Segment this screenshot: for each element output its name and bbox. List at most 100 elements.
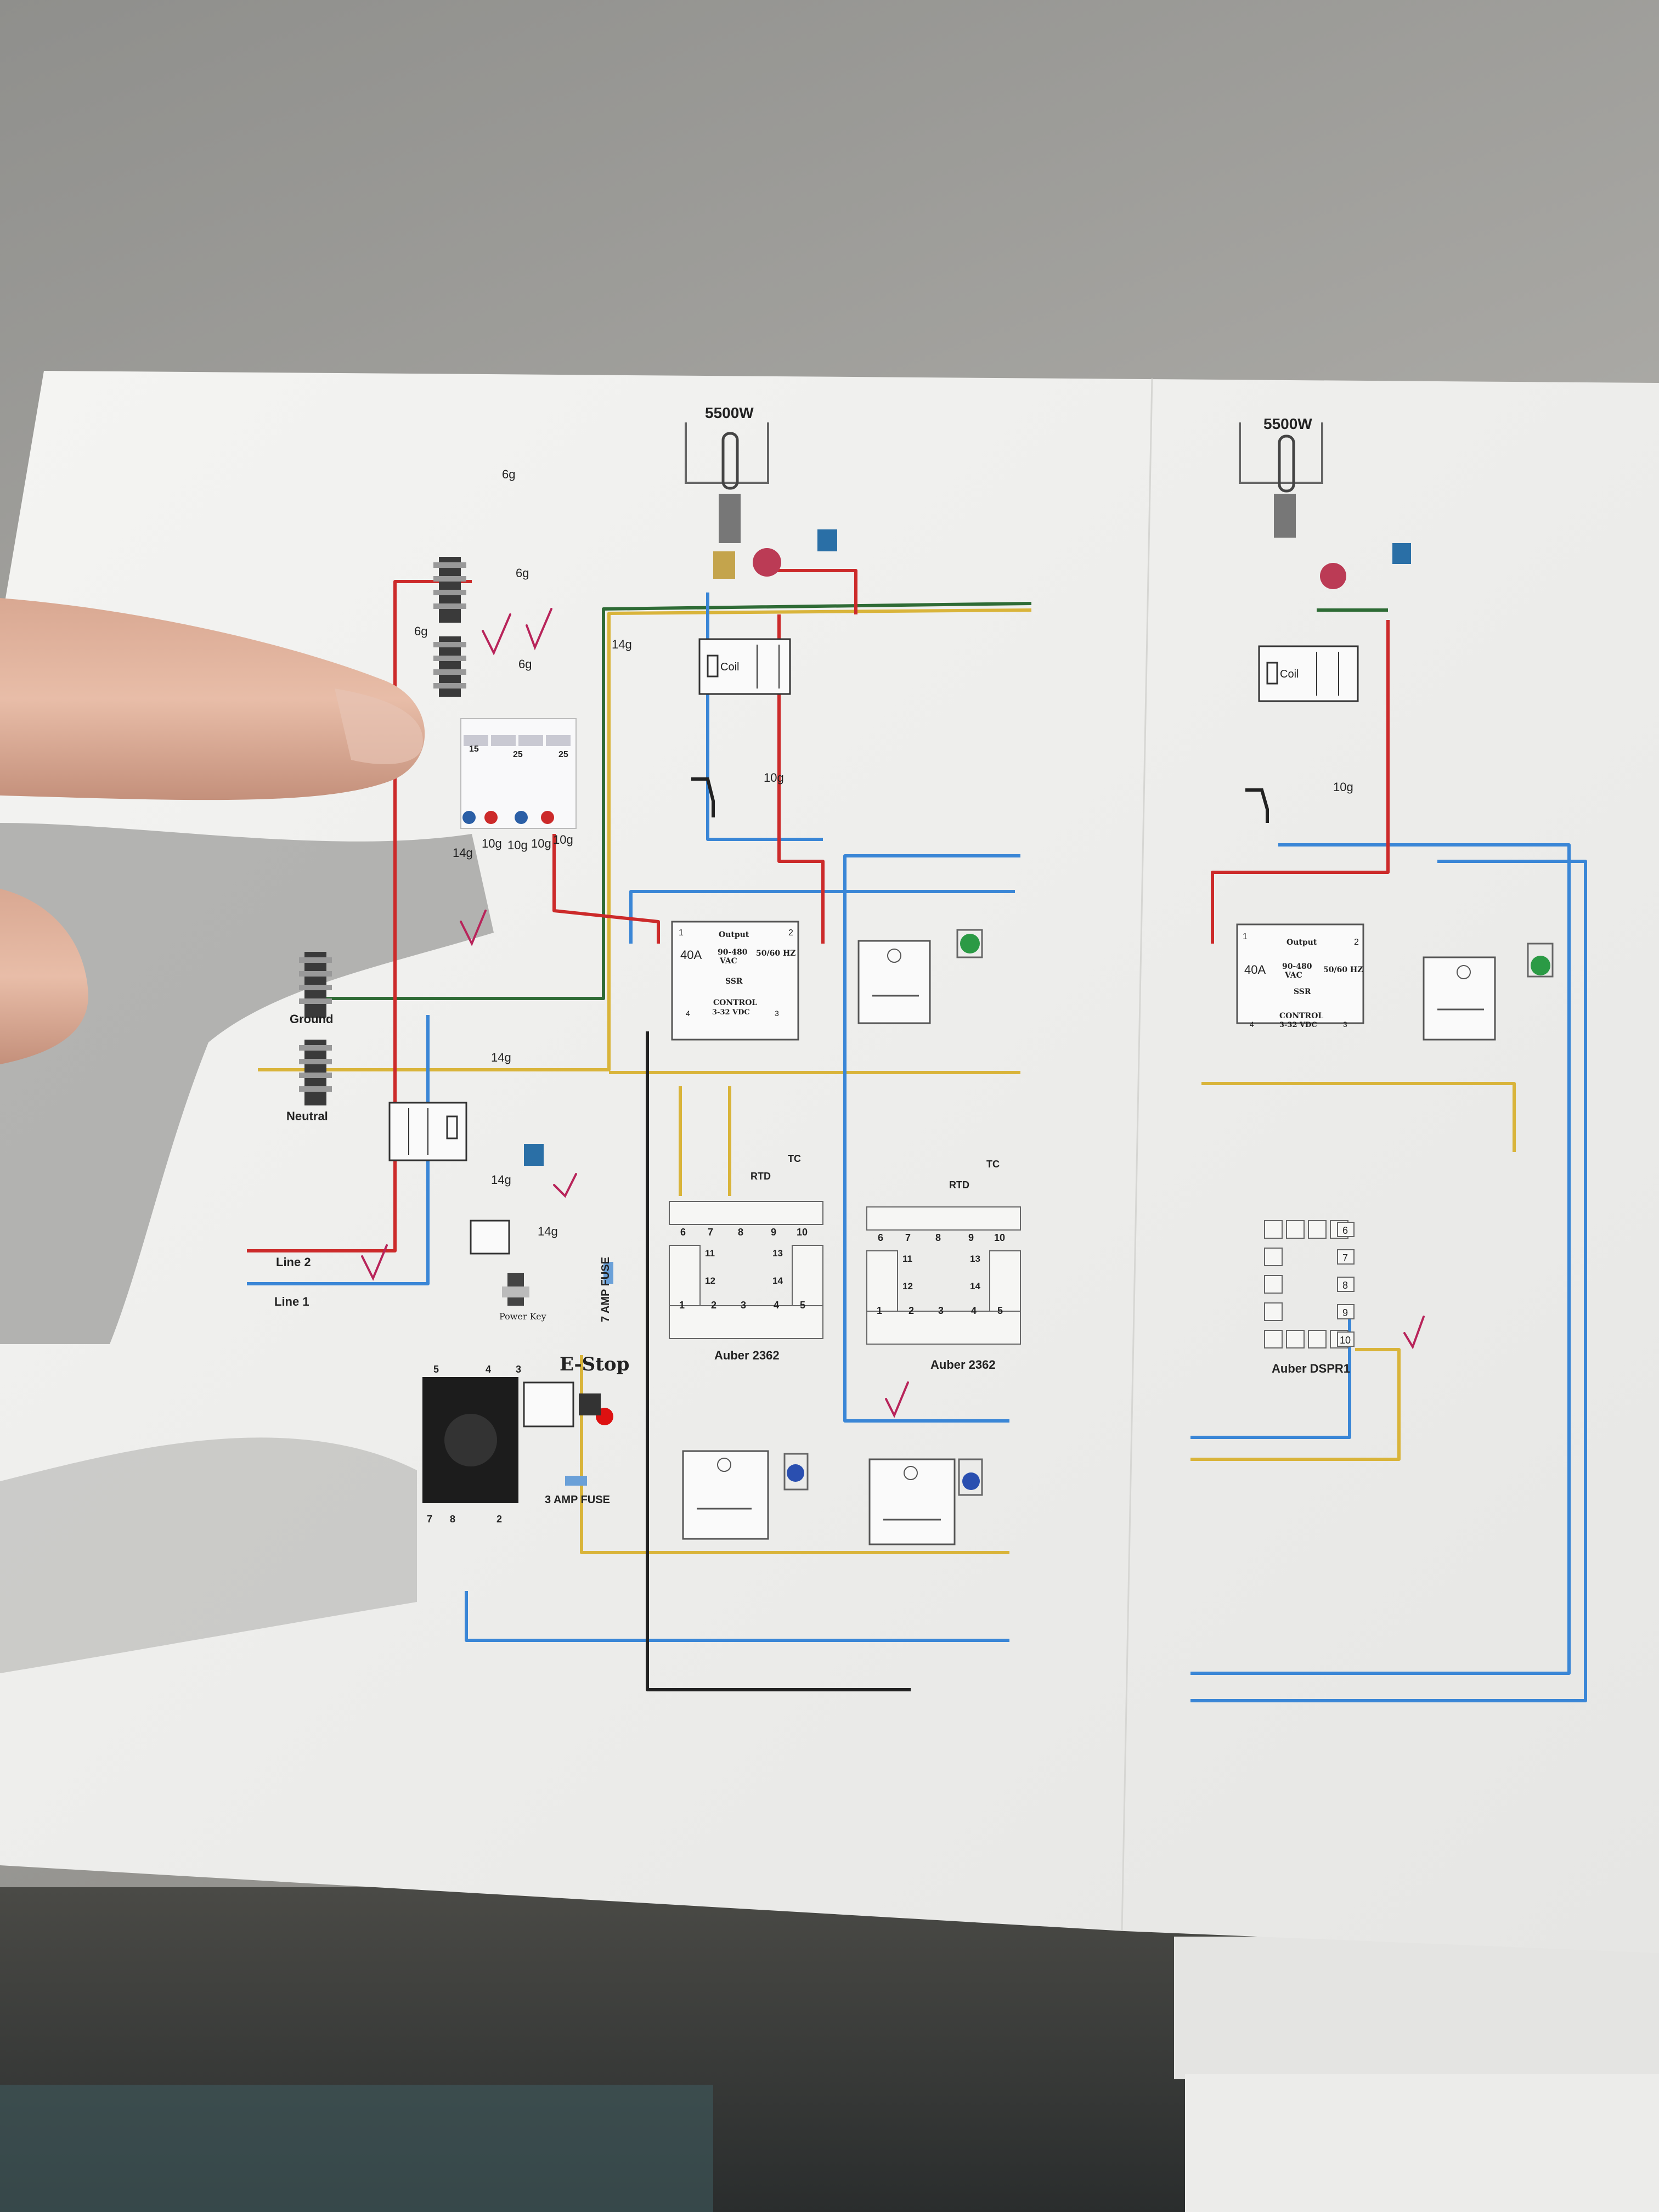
wire-blue-bottom — [465, 1591, 1009, 1642]
ssr-vac-unit: VAC — [719, 957, 737, 966]
relay-top-right — [1423, 943, 1554, 1041]
pid-2-t14: 14 — [970, 1281, 980, 1291]
socket-pin-8: 8 — [450, 1514, 455, 1525]
ssr-amps: 40A — [680, 948, 702, 962]
bus-bar-top-2 — [433, 636, 466, 697]
pid-1-bottom-terminals: 1 2 3 4 5 — [679, 1300, 805, 1311]
breaker-25-a: 25 — [513, 750, 523, 759]
wire-red-breaker — [552, 834, 660, 944]
line-labels: Line 2 Line 1 — [274, 1255, 311, 1308]
ssr-right-control-range: 3-32 VDC — [1279, 1021, 1317, 1029]
wire-blue-main — [843, 854, 1020, 1423]
ssr-right-amps: 40A — [1244, 963, 1266, 977]
ssr-right-terminal-2: 2 — [1354, 938, 1359, 947]
gauge-10g-br-3: 10g — [531, 837, 551, 850]
gauge-6g-top: 6g — [502, 467, 515, 481]
socket-pin-3: 3 — [516, 1364, 521, 1375]
finger-nail — [335, 689, 423, 764]
bus-bar-top-1 — [433, 557, 466, 623]
heater-element-right: 5500W — [1239, 415, 1411, 589]
ssr-left: 1 2 Output 40A 90-480 VAC 50/60 HZ SSR C… — [671, 921, 799, 1041]
pid-1-t4: 4 — [774, 1300, 779, 1311]
gauge-14g-top: 14g — [612, 637, 632, 651]
bus-bar-neutral: Neutral — [286, 1040, 332, 1123]
wire-yellow-dspr — [1190, 1348, 1401, 1461]
ssr-right-hz: 50/60 HZ — [1323, 966, 1363, 974]
gauge-10g-br-4: 10g — [553, 833, 573, 847]
bus-bar-ground: Ground — [290, 952, 333, 1026]
spare-sheet-2 — [1185, 2074, 1659, 2212]
relay-bottom-2 — [868, 1458, 983, 1545]
pid-2-grid — [866, 1206, 1021, 1345]
dspr-t6: 6 — [1342, 1225, 1348, 1236]
pid-controller-1: TC RTD 6 7 8 9 10 11 12 13 14 1 2 3 4 5 … — [669, 1153, 823, 1362]
power-key-label: Power Key — [499, 1311, 546, 1322]
dspr-t10: 10 — [1340, 1335, 1351, 1346]
pid-2-t1: 1 — [877, 1305, 882, 1316]
breaker-15: 15 — [469, 744, 479, 754]
estop-label: E-Stop — [560, 1353, 629, 1375]
contactor-right: Coil — [1258, 645, 1359, 702]
ssr-right-type: SSR — [1294, 988, 1311, 996]
handwritten-checkmarks — [361, 608, 1425, 1418]
second-finger — [0, 889, 88, 1064]
wire-red-heater — [768, 569, 857, 614]
estop-button: E-Stop — [560, 1353, 629, 1425]
gauge-6g-side: 6g — [414, 624, 427, 638]
pid-1-model: Auber 2362 — [714, 1348, 780, 1362]
ssr-terminal-2: 2 — [788, 928, 793, 938]
relay-socket: 5 4 3 7 8 2 — [422, 1364, 521, 1525]
wire-yellow-top — [258, 608, 1032, 1071]
fuse-3-label: 3 AMP FUSE — [545, 1494, 610, 1506]
pid-1-t6: 6 — [680, 1227, 686, 1238]
pid-1-rtd: RTD — [751, 1171, 771, 1182]
gauge-6g-b: 6g — [518, 657, 532, 671]
gauge-6g-a: 6g — [516, 566, 529, 580]
line-2-label: Line 2 — [276, 1255, 311, 1269]
socket-pin-4: 4 — [486, 1364, 491, 1375]
fuse-3-amp: 3 AMP FUSE — [545, 1476, 610, 1506]
gauge-14g-b: 14g — [538, 1224, 558, 1238]
wire-ground-green — [313, 602, 1032, 1000]
ssr-right-terminal-4: 4 — [1250, 1020, 1254, 1029]
breaker-25-b: 25 — [558, 750, 568, 759]
pid-1-t2: 2 — [711, 1300, 716, 1311]
ssr-right-output: Output — [1286, 938, 1317, 947]
gauge-14g-a: 14g — [491, 1173, 511, 1187]
floor-stain — [0, 2085, 713, 2212]
spare-sheet-1 — [1174, 1937, 1659, 2079]
pid-2-tc: TC — [986, 1159, 1000, 1170]
pid-1-t11: 11 — [705, 1248, 715, 1259]
dspr-t7: 7 — [1342, 1252, 1348, 1263]
contactor-label-right: Coil — [1280, 668, 1299, 680]
ssr-right-vac-range: 90-480 — [1282, 962, 1312, 971]
dspr-t8: 8 — [1342, 1280, 1348, 1291]
ssr-right-terminal-3: 3 — [1343, 1020, 1347, 1029]
estop-relay — [523, 1381, 574, 1427]
pid-1-t1: 1 — [679, 1300, 685, 1311]
heater-rating-right: 5500W — [1263, 415, 1312, 432]
socket-pin-7: 7 — [427, 1514, 432, 1525]
heater-element-left: 5500W — [685, 404, 837, 579]
pid-2-top-terminals: 6 7 8 9 10 — [878, 1232, 1005, 1243]
power-key: Power Key — [499, 1273, 546, 1322]
dspr-controller: 6 7 8 9 10 Auber DSPR1 — [1264, 1220, 1355, 1375]
wire-black-main — [646, 1031, 911, 1691]
ssr-right: 1 2 Output 40A 90-480 VAC 50/60 HZ SSR C… — [1236, 923, 1364, 1029]
pointing-finger — [0, 598, 425, 800]
wire-blue-right-main — [1190, 843, 1571, 1675]
relay-bottom-1 — [682, 1450, 809, 1540]
hand-shadow — [0, 823, 494, 1344]
wire-blue-right-outer — [1190, 860, 1587, 1702]
pid-2-bottom-terminals: 1 2 3 4 5 — [877, 1305, 1003, 1316]
pid-1-t9: 9 — [771, 1227, 776, 1238]
pid-2-t5: 5 — [997, 1305, 1003, 1316]
relay-switch-small — [470, 1220, 510, 1255]
ssr-terminal-1: 1 — [679, 928, 684, 938]
switch-right — [1245, 788, 1269, 823]
gauge-14g-breaker: 14g — [453, 846, 473, 860]
gauge-10g-br-1: 10g — [482, 837, 502, 850]
pid-2-rtd: RTD — [949, 1180, 969, 1190]
socket-pin-2: 2 — [496, 1514, 502, 1525]
